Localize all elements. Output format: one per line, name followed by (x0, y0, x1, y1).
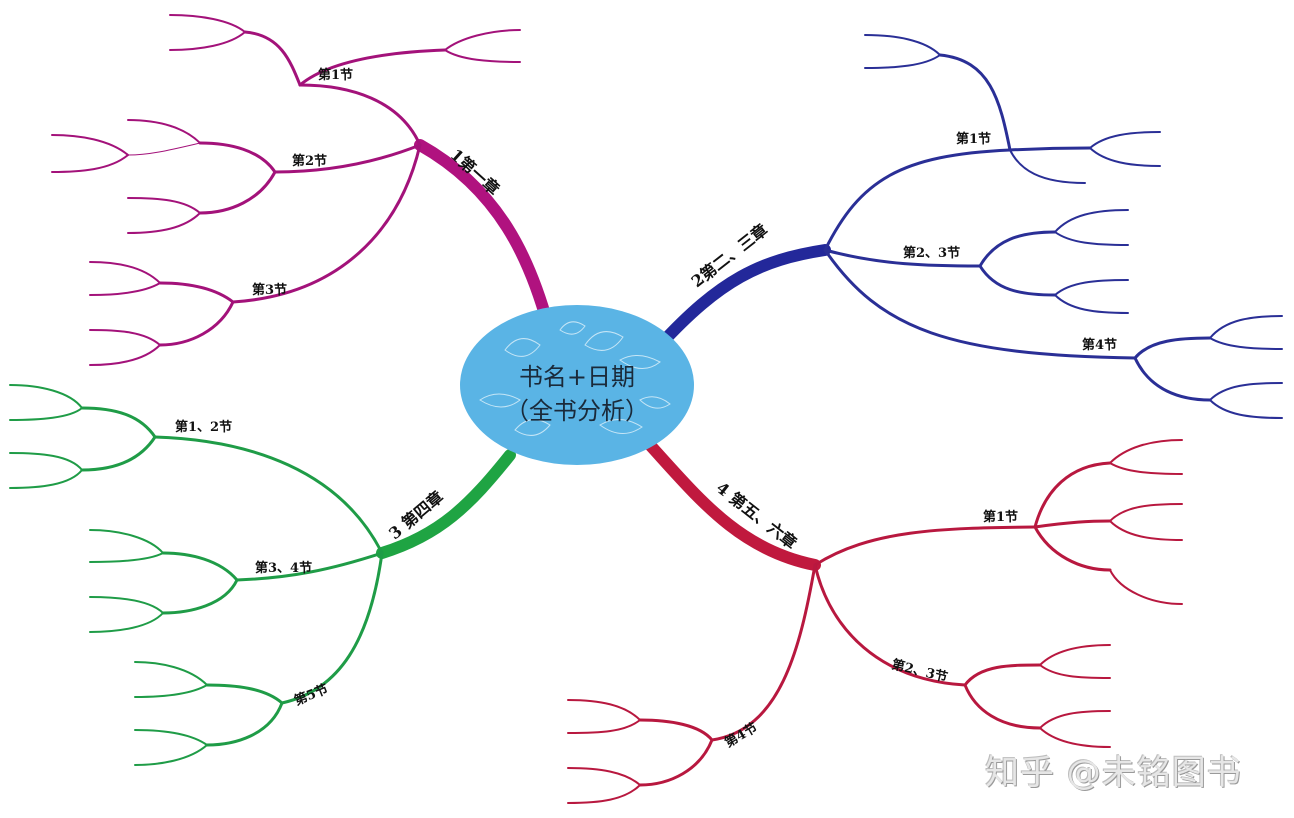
watermark: 知乎 @未铭图书 (985, 753, 1242, 793)
ch3-section-2-label: 第3、4节 (255, 561, 313, 576)
center-subtitle: （全书分析） (505, 397, 649, 425)
center-topic: 书名+日期 （全书分析） (462, 360, 692, 428)
ch3-section-1-label: 第1、2节 (175, 420, 233, 435)
leaf-decoration-icon (479, 321, 671, 436)
branch-chapter-1 (51, 14, 554, 366)
ch1-section-1-label: 第1节 (318, 68, 354, 83)
center-node (460, 305, 694, 465)
center-title: 书名+日期 (518, 363, 636, 391)
ch1-section-3-label: 第3节 (252, 283, 288, 298)
branch-chapter-4 (567, 439, 1183, 804)
ch2-section-2-label: 第2、3节 (903, 246, 961, 261)
branch-chapter-3 (9, 384, 516, 766)
ch2-section-1-label: 第1节 (956, 132, 992, 147)
ch4-section-1-label: 第1节 (983, 510, 1019, 525)
ch1-section-2-label: 第2节 (292, 154, 328, 169)
ch2-section-3-label: 第4节 (1082, 338, 1118, 353)
branch-chapter-2 (654, 34, 1283, 419)
